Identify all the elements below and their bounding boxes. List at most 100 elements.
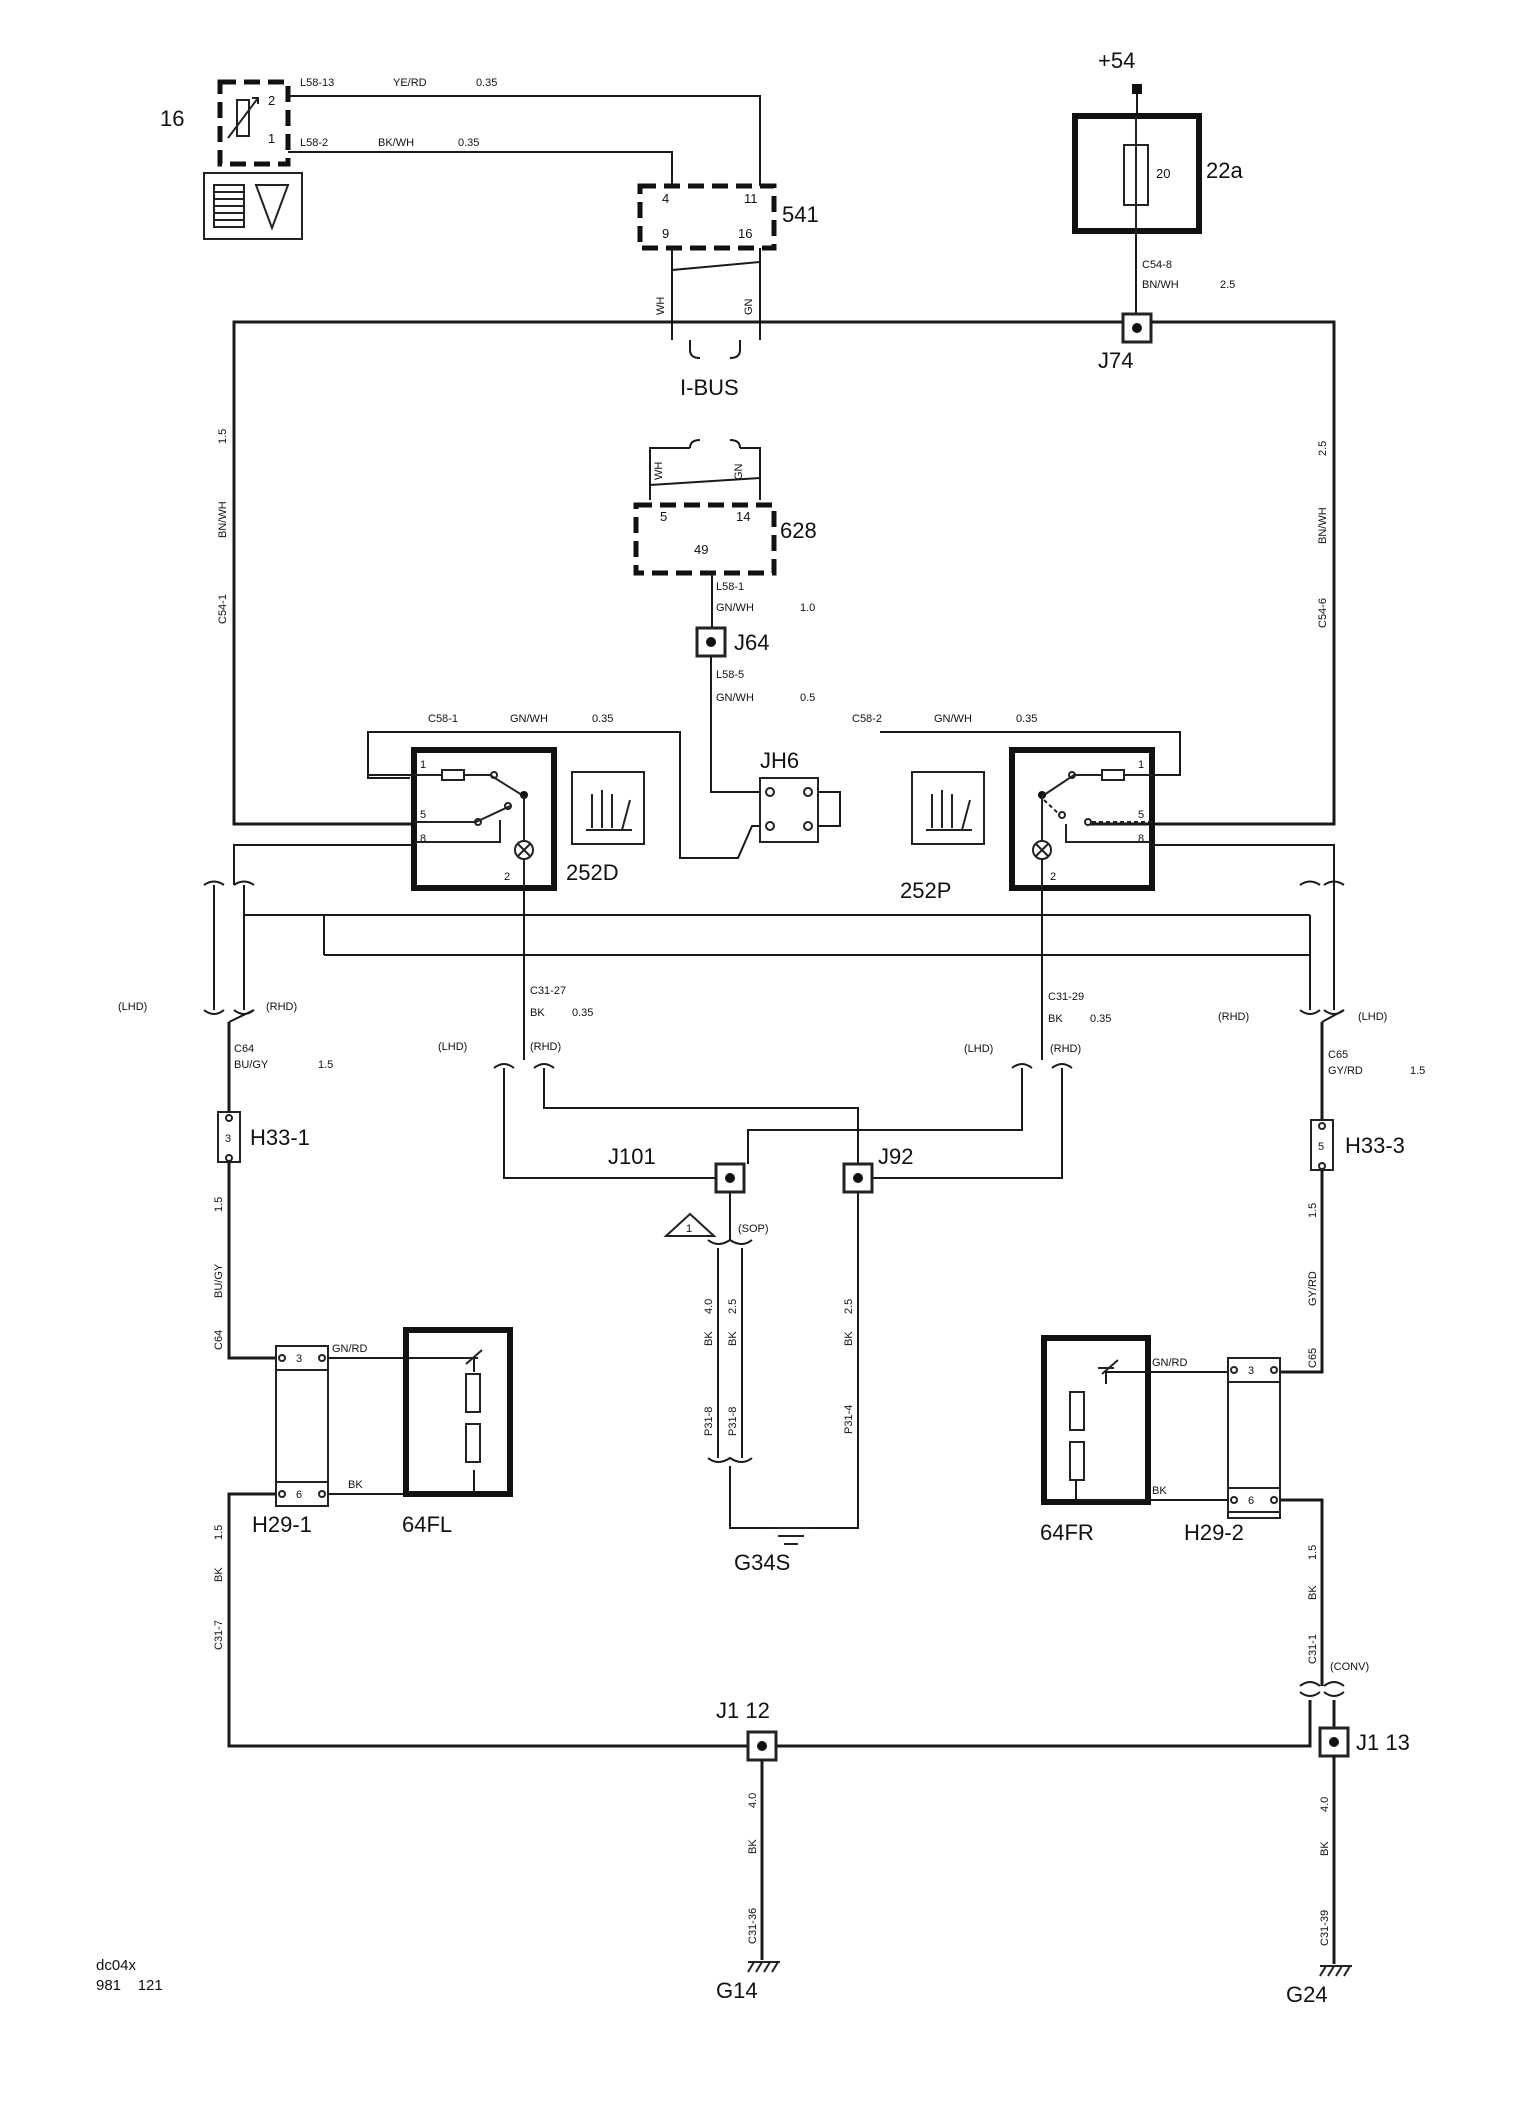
fuse-box-22a: 20 22a bbox=[1072, 113, 1243, 234]
component-16: 2 1 16 bbox=[160, 79, 303, 240]
wire-label: 0.35 bbox=[592, 713, 613, 725]
wire-label: GN/WH bbox=[510, 713, 548, 725]
wire-label: (RHD) bbox=[1218, 1011, 1249, 1023]
label-i-bus: I-BUS bbox=[680, 375, 739, 400]
label-j92: J92 bbox=[878, 1144, 913, 1169]
supply-plus54: +54 bbox=[1098, 48, 1142, 116]
label-g24: G24 bbox=[1286, 1982, 1328, 2007]
pin-541-4: 4 bbox=[662, 191, 669, 206]
wire-label: P31-8 bbox=[703, 1407, 715, 1436]
junction-j74: J74 bbox=[1098, 312, 1153, 373]
connector-h29-2: 3 6 H29-2 bbox=[1184, 1357, 1281, 1545]
connector-h33-3: 5 H33-3 bbox=[1310, 1119, 1405, 1171]
pin: 8 bbox=[1138, 833, 1144, 845]
wire-label: (CONV) bbox=[1330, 1661, 1369, 1673]
pin: 5 bbox=[1138, 809, 1144, 821]
wire-label: 1.5 bbox=[1307, 1545, 1319, 1560]
wire-label: BN/WH bbox=[1142, 279, 1179, 291]
wire-label: BN/WH bbox=[217, 501, 229, 538]
label-g14: G14 bbox=[716, 1978, 758, 2003]
wire-label: P31-4 bbox=[843, 1405, 855, 1434]
label-g34s: G34S bbox=[734, 1550, 790, 1575]
wire-label: GN/RD bbox=[332, 1343, 368, 1355]
label-252p: 252P bbox=[900, 878, 951, 903]
wire-label: L58-5 bbox=[716, 669, 744, 681]
component-541: 4 11 9 16 541 bbox=[637, 183, 819, 251]
label-252d: 252D bbox=[566, 860, 619, 885]
wire-label: BK bbox=[747, 1839, 759, 1854]
wire-label: C65 bbox=[1307, 1348, 1319, 1368]
wire-label: BU/GY bbox=[234, 1059, 269, 1071]
wire-label: WH bbox=[655, 297, 667, 315]
connector-h29-1: 3 6 H29-1 bbox=[252, 1345, 329, 1537]
wire-label: 0.35 bbox=[1090, 1013, 1111, 1025]
pin: 5 bbox=[1318, 1141, 1324, 1153]
wire-label: 1.5 bbox=[1410, 1065, 1425, 1077]
wire-label: BK bbox=[1319, 1841, 1331, 1856]
pin: 2 bbox=[1050, 871, 1056, 883]
wire-label: C64 bbox=[234, 1043, 254, 1055]
label-j74: J74 bbox=[1098, 348, 1133, 373]
ground-icon bbox=[747, 1961, 780, 1973]
wire-label: C54-8 bbox=[1142, 259, 1172, 271]
wire-label: 1.5 bbox=[217, 429, 229, 444]
wire-label: C58-1 bbox=[428, 713, 458, 725]
label-plus-54: +54 bbox=[1098, 48, 1135, 73]
component-628: 5 14 49 628 bbox=[633, 502, 817, 576]
wire-label: C64 bbox=[213, 1330, 225, 1350]
wire-label: C31-7 bbox=[213, 1620, 225, 1650]
pin-541-9: 9 bbox=[662, 226, 669, 241]
pin: 5 bbox=[420, 809, 426, 821]
wire-label: C31-39 bbox=[1319, 1910, 1331, 1946]
wire-label: BN/WH bbox=[1317, 507, 1329, 544]
wire-label: BU/GY bbox=[213, 1263, 225, 1298]
label-j64: J64 bbox=[734, 630, 769, 655]
wire-label: GN/WH bbox=[934, 713, 972, 725]
wire-label: BK/WH bbox=[378, 137, 414, 149]
wire-label: 1.5 bbox=[213, 1197, 225, 1212]
label-64fr: 64FR bbox=[1040, 1520, 1094, 1545]
wire-label: BK bbox=[348, 1479, 363, 1491]
junction-j1-13: J1 13 bbox=[1318, 1726, 1410, 1758]
wire-label: 1.5 bbox=[1307, 1203, 1319, 1218]
wire-label: (SOP) bbox=[738, 1223, 769, 1235]
wire-label: C65 bbox=[1328, 1049, 1348, 1061]
thermostat-icon bbox=[462, 1349, 483, 1365]
wire-label: 1.5 bbox=[318, 1059, 333, 1071]
pin-628-49: 49 bbox=[694, 542, 708, 557]
wire-label: P31-8 bbox=[727, 1407, 739, 1436]
wire-label: 4.0 bbox=[1319, 1797, 1331, 1812]
wire-label: BK bbox=[843, 1331, 855, 1346]
wire-label: 4.0 bbox=[703, 1299, 715, 1314]
label-h33-3: H33-3 bbox=[1345, 1133, 1405, 1158]
junction-j64: J64 bbox=[695, 626, 769, 658]
wire-label: GY/RD bbox=[1307, 1271, 1319, 1306]
seat-heater-icon bbox=[911, 771, 985, 845]
wire-label: L58-1 bbox=[716, 581, 744, 593]
pin: 1 bbox=[1138, 759, 1144, 771]
label-628: 628 bbox=[780, 518, 817, 543]
ground-g34s: G34S bbox=[734, 1527, 810, 1575]
label-64fl: 64FL bbox=[402, 1512, 452, 1537]
wire-label: C31-27 bbox=[530, 985, 566, 997]
label-22a: 22a bbox=[1206, 158, 1243, 183]
wire-label: C31-36 bbox=[747, 1908, 759, 1944]
switch-252d: 1 5 8 2 252D bbox=[411, 747, 619, 891]
wire-label: BK bbox=[703, 1331, 715, 1346]
seat-heater-64fl: 64FL bbox=[402, 1327, 513, 1537]
wire-label: 4.0 bbox=[747, 1793, 759, 1808]
seat-heater-64fr: 64FR bbox=[1040, 1335, 1151, 1545]
pin: 6 bbox=[296, 1489, 302, 1501]
wire-label: 2.5 bbox=[1317, 441, 1329, 456]
wire-label: BK bbox=[1152, 1485, 1167, 1497]
wire-label: 1.5 bbox=[213, 1525, 225, 1540]
ground-icon bbox=[1319, 1965, 1352, 1977]
label-541: 541 bbox=[782, 202, 819, 227]
label-16: 16 bbox=[160, 106, 184, 131]
wire-label: 2.5 bbox=[843, 1299, 855, 1314]
seat-heater-icon bbox=[571, 771, 645, 845]
wire-label: 2.5 bbox=[1220, 279, 1235, 291]
pin-541-16: 16 bbox=[738, 226, 752, 241]
label-jh6: JH6 bbox=[760, 748, 799, 773]
wire-label: 0.35 bbox=[572, 1007, 593, 1019]
